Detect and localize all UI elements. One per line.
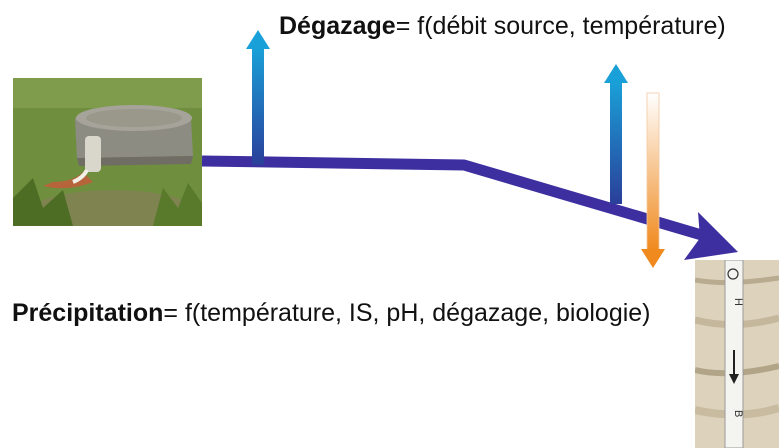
precipitation-function: = f(température, IS, pH, dégazage, biolo… <box>163 299 651 327</box>
precipitation-term: Précipitation <box>12 299 164 327</box>
svg-text:B: B <box>732 410 744 417</box>
degassing-arrow-2 <box>604 64 628 204</box>
flow-arrow <box>201 155 707 242</box>
flow-arrowhead <box>684 212 738 260</box>
degassing-formula: Dégazage= f(débit source, température) <box>279 14 726 39</box>
degassing-arrow-1 <box>246 30 270 165</box>
spring-photo <box>13 78 202 226</box>
precipitation-formula: Précipitation= f(température, IS, pH, dé… <box>12 301 651 326</box>
precipitation-arrow <box>641 92 665 268</box>
svg-text:H: H <box>732 298 744 306</box>
degassing-function: = f(débit source, température) <box>395 12 726 40</box>
degassing-term: Dégazage <box>279 12 396 40</box>
rock-core-photo: H B <box>695 260 779 448</box>
